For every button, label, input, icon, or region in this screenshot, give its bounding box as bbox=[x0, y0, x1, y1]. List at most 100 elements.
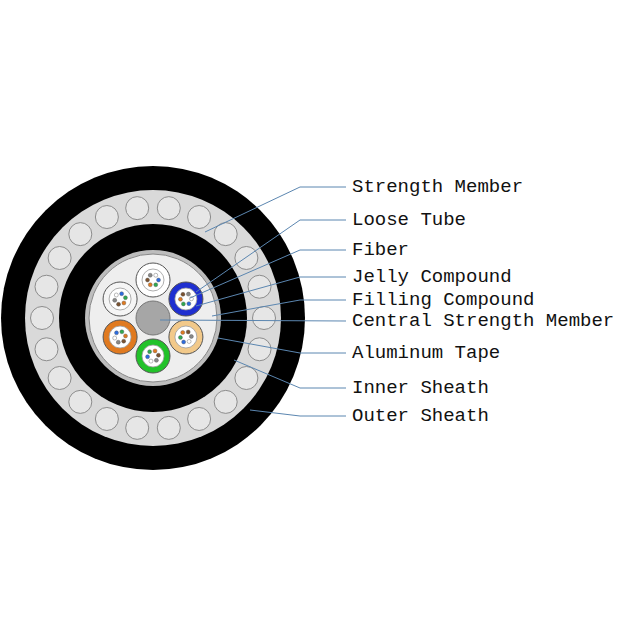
fiber bbox=[181, 331, 185, 335]
wire bbox=[188, 206, 211, 229]
loose-tube bbox=[169, 282, 203, 316]
wire bbox=[126, 197, 149, 220]
part-label: Filling Compound bbox=[350, 289, 536, 311]
fiber bbox=[186, 292, 190, 296]
jelly-compound bbox=[175, 326, 197, 348]
central-strength-member bbox=[136, 301, 170, 335]
fiber bbox=[148, 273, 152, 277]
leader-line bbox=[160, 320, 346, 321]
wire bbox=[31, 307, 54, 330]
aluminum-tape bbox=[85, 250, 221, 386]
fiber bbox=[154, 283, 158, 287]
leader-line bbox=[218, 338, 346, 353]
fiber bbox=[123, 334, 127, 338]
fiber bbox=[113, 336, 117, 340]
fiber bbox=[157, 278, 161, 282]
wire bbox=[35, 338, 58, 361]
fiber bbox=[148, 350, 152, 354]
filling-compound bbox=[89, 254, 217, 382]
fiber bbox=[123, 296, 127, 300]
wire bbox=[235, 246, 258, 269]
loose-tube bbox=[136, 339, 170, 373]
loose-tube bbox=[136, 263, 170, 297]
part-label: Jelly Compound bbox=[350, 266, 514, 288]
wire bbox=[126, 416, 149, 439]
wire bbox=[157, 197, 180, 220]
fiber bbox=[148, 283, 152, 287]
tube-wall bbox=[103, 320, 137, 354]
tube-wall bbox=[103, 282, 137, 316]
fiber bbox=[149, 359, 153, 363]
leader-line bbox=[190, 250, 346, 298]
fiber bbox=[186, 330, 190, 334]
fiber bbox=[113, 298, 117, 302]
leader-line bbox=[196, 277, 346, 306]
fiber bbox=[182, 340, 186, 344]
part-label: Fiber bbox=[350, 239, 411, 261]
tube-wall bbox=[136, 339, 170, 373]
jelly-compound bbox=[142, 345, 164, 367]
wire bbox=[253, 307, 276, 330]
fiber bbox=[153, 349, 157, 353]
fiber bbox=[114, 293, 118, 297]
fiber bbox=[187, 339, 191, 343]
loose-tubes bbox=[103, 263, 203, 373]
loose-tube bbox=[103, 320, 137, 354]
leader-line bbox=[234, 360, 346, 388]
fiber bbox=[120, 330, 124, 334]
armor-ring bbox=[25, 190, 281, 446]
wire bbox=[157, 416, 180, 439]
jelly-compound bbox=[175, 288, 197, 310]
wire bbox=[248, 338, 271, 361]
fiber bbox=[116, 340, 120, 344]
part-label: Loose Tube bbox=[350, 209, 468, 231]
leader-line bbox=[196, 220, 346, 292]
part-label: Strength Member bbox=[350, 176, 525, 198]
fiber bbox=[122, 301, 126, 305]
fiber bbox=[181, 302, 185, 306]
fiber bbox=[154, 273, 158, 277]
fiber bbox=[187, 302, 191, 306]
wire bbox=[48, 367, 71, 390]
wire bbox=[35, 275, 58, 298]
tube-wall bbox=[136, 263, 170, 297]
wire bbox=[188, 407, 211, 430]
part-label: Aluminum Tape bbox=[350, 342, 502, 364]
fiber bbox=[114, 331, 118, 335]
fiber bbox=[181, 292, 185, 296]
strength-member-ring bbox=[31, 197, 276, 440]
fiber bbox=[178, 336, 182, 340]
tube-wall bbox=[169, 320, 203, 354]
fiber bbox=[117, 302, 121, 306]
leader-lines bbox=[160, 187, 346, 416]
wire bbox=[69, 390, 92, 413]
leader-line bbox=[212, 300, 346, 316]
fiber bbox=[189, 334, 193, 338]
fiber bbox=[122, 339, 126, 343]
wire bbox=[48, 246, 71, 269]
leader-line bbox=[250, 410, 346, 416]
fiber bbox=[156, 353, 160, 357]
part-label: Central Strength Member bbox=[350, 310, 616, 332]
jelly-compound bbox=[109, 288, 131, 310]
fiber bbox=[154, 358, 158, 362]
tube-wall bbox=[169, 282, 203, 316]
fiber bbox=[146, 355, 150, 359]
wire bbox=[235, 367, 258, 390]
part-label: Inner Sheath bbox=[350, 377, 491, 399]
outer-sheath bbox=[1, 166, 305, 470]
part-label: Outer Sheath bbox=[350, 405, 491, 427]
jelly-compound bbox=[109, 326, 131, 348]
cable-drawing bbox=[1, 166, 305, 470]
loose-tube bbox=[103, 282, 137, 316]
wire bbox=[248, 275, 271, 298]
fiber bbox=[120, 292, 124, 296]
loose-tube bbox=[169, 320, 203, 354]
fiber bbox=[146, 278, 150, 282]
wire bbox=[95, 206, 118, 229]
fiber bbox=[178, 297, 182, 301]
leader-line bbox=[205, 187, 346, 232]
inner-sheath bbox=[59, 224, 247, 412]
wire bbox=[214, 390, 237, 413]
